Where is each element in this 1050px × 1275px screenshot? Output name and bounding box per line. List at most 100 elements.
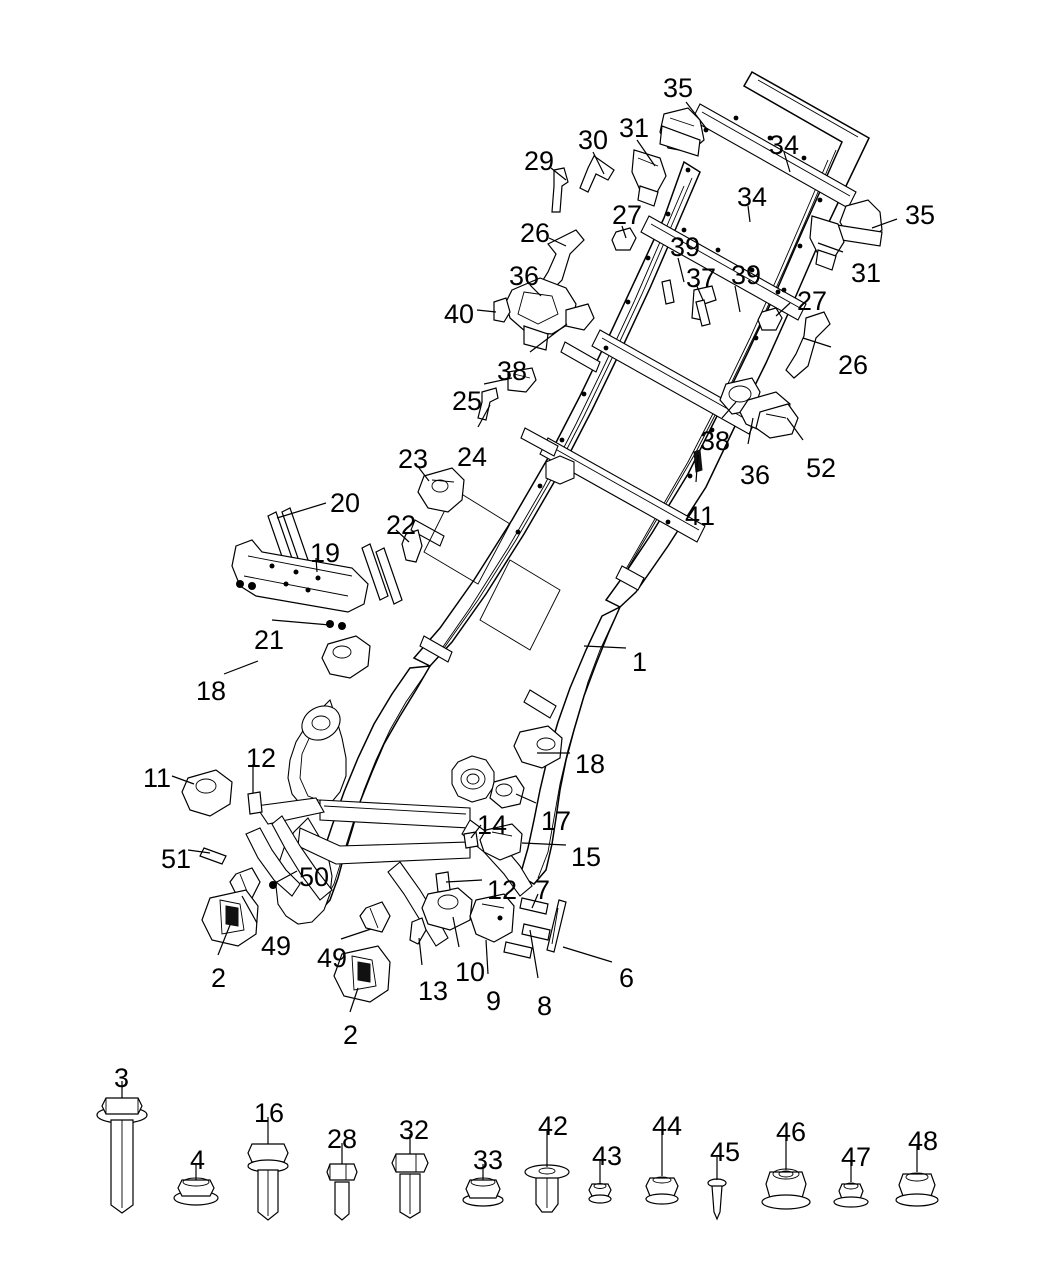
leader-line-15 bbox=[521, 842, 567, 846]
exploded-bracket-parts bbox=[181, 107, 883, 1003]
callout-number-39: 39 bbox=[731, 260, 762, 290]
callout-number-35: 35 bbox=[905, 200, 936, 230]
leader-line-51 bbox=[187, 849, 211, 854]
callout-number-13: 13 bbox=[418, 976, 449, 1006]
callout-number-51: 51 bbox=[161, 844, 192, 874]
callout-number-17: 17 bbox=[541, 806, 572, 836]
callout-number-1: 1 bbox=[632, 647, 648, 677]
leader-line-34 bbox=[747, 205, 751, 223]
callout-number-6: 6 bbox=[619, 963, 635, 993]
leader-line-31 bbox=[636, 139, 656, 167]
callout-number-49: 49 bbox=[261, 931, 292, 961]
callout-number-45: 45 bbox=[710, 1137, 741, 1167]
callout-number-29: 29 bbox=[524, 146, 555, 176]
callout-number-39: 39 bbox=[670, 232, 701, 262]
callout-number-16: 16 bbox=[254, 1098, 285, 1128]
callout-number-36: 36 bbox=[740, 460, 771, 490]
leader-line-49 bbox=[241, 895, 258, 924]
leader-line-35 bbox=[685, 101, 707, 129]
frame-main-rails bbox=[245, 70, 870, 947]
callout-number-12: 12 bbox=[487, 875, 518, 905]
callout-number-4: 4 bbox=[190, 1145, 206, 1175]
leader-line-39 bbox=[734, 285, 741, 313]
leader-line-52 bbox=[786, 417, 804, 441]
callout-number-26: 26 bbox=[520, 218, 551, 248]
leader-line-1 bbox=[583, 645, 627, 649]
callout-number-31: 31 bbox=[619, 113, 650, 143]
leader-line-21 bbox=[271, 619, 331, 626]
callout-number-18: 18 bbox=[196, 676, 227, 706]
leader-line-14 bbox=[470, 824, 482, 839]
callout-number-32: 32 bbox=[399, 1115, 430, 1145]
leader-line-40 bbox=[476, 309, 497, 313]
callout-number-38: 38 bbox=[700, 426, 731, 456]
callout-number-41: 41 bbox=[685, 501, 716, 531]
callout-number-49: 49 bbox=[317, 943, 348, 973]
leader-line-38 bbox=[529, 323, 568, 353]
callout-number-37: 37 bbox=[686, 263, 717, 293]
callout-number-7: 7 bbox=[535, 875, 551, 905]
callout-number-28: 28 bbox=[327, 1124, 358, 1154]
callout-number-27: 27 bbox=[612, 200, 643, 230]
leader-line-6 bbox=[562, 946, 613, 963]
callout-number-33: 33 bbox=[473, 1145, 504, 1175]
leader-line-36 bbox=[529, 284, 542, 297]
leader-line-39 bbox=[677, 257, 685, 283]
leader-line-31 bbox=[817, 242, 844, 253]
callout-number-42: 42 bbox=[538, 1111, 569, 1141]
leader-line-7 bbox=[531, 893, 539, 909]
leader-line-38 bbox=[721, 401, 737, 419]
leader-line-20 bbox=[276, 502, 327, 519]
callout-number-3: 3 bbox=[114, 1063, 130, 1093]
leader-line-2 bbox=[349, 987, 359, 1013]
leader-line-36 bbox=[747, 417, 754, 445]
callout-number-9: 9 bbox=[486, 986, 502, 1016]
leader-line-18 bbox=[223, 660, 259, 675]
leader-line-10 bbox=[452, 916, 460, 948]
callout-number-21: 21 bbox=[254, 625, 285, 655]
callout-number-12: 12 bbox=[246, 743, 277, 773]
callout-number-8: 8 bbox=[537, 991, 553, 1021]
callout-number-25: 25 bbox=[452, 386, 483, 416]
callout-number-44: 44 bbox=[652, 1111, 683, 1141]
callout-number-35: 35 bbox=[663, 73, 694, 103]
callout-number-50: 50 bbox=[299, 862, 330, 892]
callout-number-20: 20 bbox=[330, 488, 361, 518]
callout-number-22: 22 bbox=[386, 510, 417, 540]
callout-number-47: 47 bbox=[841, 1142, 872, 1172]
callout-number-31: 31 bbox=[851, 258, 882, 288]
callout-number-48: 48 bbox=[908, 1126, 939, 1156]
leader-line-37 bbox=[695, 283, 704, 301]
leader-line-11 bbox=[171, 775, 195, 785]
callout-number-36: 36 bbox=[509, 261, 540, 291]
callout-number-18: 18 bbox=[575, 749, 606, 779]
callout-number-30: 30 bbox=[578, 125, 609, 155]
callout-number-43: 43 bbox=[592, 1141, 623, 1171]
fastener-row bbox=[96, 1097, 939, 1221]
callout-number-24: 24 bbox=[457, 442, 488, 472]
callout-number-19: 19 bbox=[310, 538, 341, 568]
callout-number-15: 15 bbox=[571, 842, 602, 872]
callout-number-14: 14 bbox=[477, 810, 508, 840]
callout-number-52: 52 bbox=[806, 453, 837, 483]
callout-number-2: 2 bbox=[211, 963, 227, 993]
leader-line-9 bbox=[485, 939, 489, 975]
callout-number-2: 2 bbox=[343, 1020, 359, 1050]
leader-line-50 bbox=[274, 870, 298, 884]
leader-line-2 bbox=[217, 924, 231, 956]
callout-number-26: 26 bbox=[838, 350, 869, 380]
leader-line-27 bbox=[621, 225, 627, 239]
leader-line-12 bbox=[445, 879, 483, 883]
callout-number-10: 10 bbox=[455, 957, 486, 987]
leader-line-13 bbox=[418, 937, 423, 966]
leader-line-24 bbox=[477, 404, 491, 428]
leader-line-17 bbox=[515, 793, 537, 804]
callout-number-23: 23 bbox=[398, 444, 429, 474]
leader-line-35 bbox=[871, 218, 898, 229]
leader-line-49 bbox=[340, 928, 372, 940]
leader-line-27 bbox=[775, 302, 791, 317]
leader-line-29 bbox=[550, 167, 567, 181]
callout-number-34: 34 bbox=[769, 130, 800, 160]
